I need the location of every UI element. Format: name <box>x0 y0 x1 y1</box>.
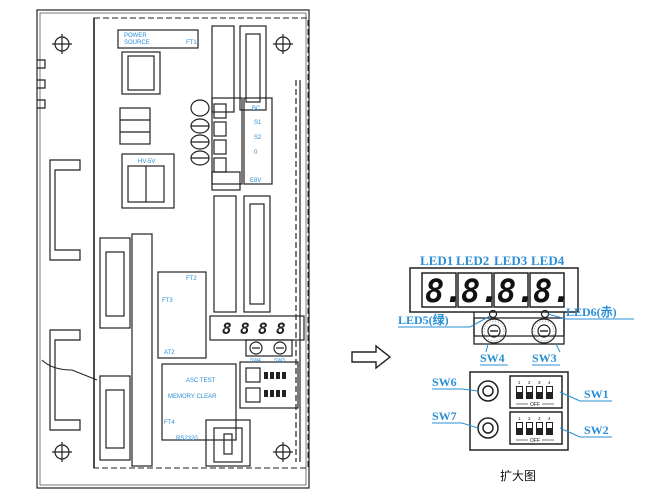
sw1-off-label: OFF <box>530 402 540 408</box>
led6-label: LED6(赤) <box>566 304 617 319</box>
led5-indicator <box>488 309 498 319</box>
sw6-button[interactable] <box>478 381 498 401</box>
board-sw3-label: SW3 <box>274 358 285 364</box>
led-7seg-digits: 8. 8. 8. 8. <box>425 272 572 310</box>
led5-label: LED5(绿) <box>398 312 449 327</box>
led1-label: LED1 <box>420 253 453 268</box>
sw1-label: SW1 <box>584 387 609 401</box>
sw1-num-1: 1 <box>518 380 521 385</box>
enlarged-view-caption: 扩大图 <box>500 469 536 483</box>
connector-label-s2: S2 <box>254 135 262 141</box>
led4-digit: 8. <box>533 272 572 310</box>
sw2-dip-switch[interactable] <box>516 422 553 435</box>
led2-digit: 8. <box>461 272 500 310</box>
led4-label: LED4 <box>531 253 565 268</box>
sw7-button[interactable] <box>478 418 498 438</box>
sw2-off-label: OFF <box>530 438 540 444</box>
sw2-label: SW2 <box>584 423 609 437</box>
connector-label-0: 0 <box>254 150 258 156</box>
board-seg-display: 8 8 8 8 <box>222 319 286 338</box>
rs232-label: RS2320 <box>176 436 198 442</box>
led2-label: LED2 <box>456 253 489 268</box>
led3-label: LED3 <box>494 253 528 268</box>
board-seg-digit: 8 <box>276 319 286 338</box>
sw3-rotary[interactable] <box>531 318 557 344</box>
control-board-drawing <box>36 9 310 489</box>
hv-label: HV-5V <box>138 159 155 165</box>
sw7-label: SW7 <box>432 409 457 423</box>
led1-digit: 8. <box>425 272 464 310</box>
power-source-label-1: POWER <box>124 33 147 39</box>
ft2-label: FT2 <box>186 276 197 282</box>
power-source-label-2: SOURCE <box>124 40 150 46</box>
rotary-switch-block <box>473 309 565 345</box>
switch-panel <box>469 371 569 451</box>
sw2-num-3: 3 <box>538 416 541 421</box>
board-sw4-label: SW4 <box>250 358 261 364</box>
board-seg-digit: 8 <box>258 319 268 338</box>
board-seg-digit: 8 <box>240 319 250 338</box>
ft1-label: FT1 <box>186 40 197 46</box>
sw1-dip-switch[interactable] <box>516 386 553 399</box>
arrow-icon <box>351 344 392 370</box>
sw6-label: SW6 <box>432 375 457 389</box>
memory-clear-label: MEMORY CLEAR <box>168 394 217 400</box>
board-seg-digit: 8 <box>222 319 232 338</box>
sw1-num-2: 2 <box>528 380 531 385</box>
led3-digit: 8. <box>497 272 536 310</box>
connector-label-e8v: E8V <box>250 178 261 184</box>
led-display-housing <box>409 267 579 313</box>
at2-label: AT2 <box>164 350 175 356</box>
sw2-num-2: 2 <box>528 416 531 421</box>
sw3-label: SW3 <box>532 351 557 365</box>
sw1-num-3: 3 <box>538 380 541 385</box>
sw1-num-4: 4 <box>548 380 551 385</box>
sw4-label: SW4 <box>480 351 505 365</box>
asc-test-label: ASC TEST <box>186 378 216 384</box>
connector-label-bc: BC <box>252 106 261 112</box>
sw4-rotary[interactable] <box>481 318 507 344</box>
sw2-num-4: 4 <box>548 416 551 421</box>
ft3-label: FT3 <box>162 298 173 304</box>
board-dip-switches <box>264 372 286 397</box>
connector-label-s1: S1 <box>254 120 262 126</box>
sw2-num-1: 1 <box>518 416 521 421</box>
ft4-label: FT4 <box>164 420 175 426</box>
